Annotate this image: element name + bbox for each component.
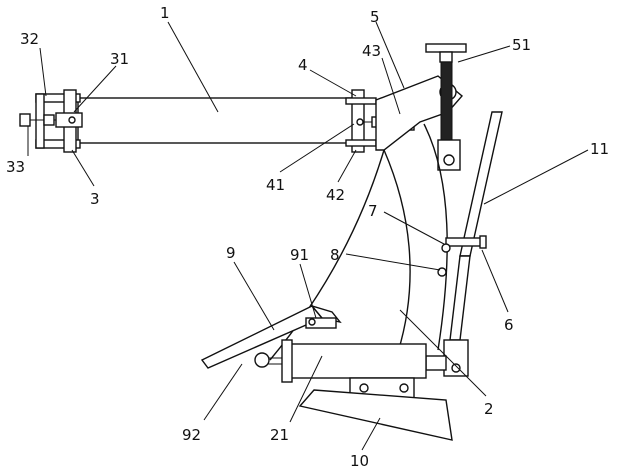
reference-numerals: 1 2 3 4 5 6 7 8 9 10 11 21 31 32 33 41 4… <box>6 4 609 470</box>
label-8: 8 <box>330 246 340 264</box>
label-10: 10 <box>350 452 369 470</box>
label-3: 3 <box>90 190 100 208</box>
label-1: 1 <box>160 4 170 22</box>
small-pins <box>437 243 451 277</box>
label-11: 11 <box>590 140 609 158</box>
label-42: 42 <box>326 186 345 204</box>
adjusting-screw <box>425 43 467 171</box>
label-7: 7 <box>368 202 378 220</box>
lower-link <box>425 339 469 377</box>
front-plate <box>200 304 342 369</box>
leader-lines <box>27 21 589 451</box>
label-21: 21 <box>270 426 289 444</box>
label-51: 51 <box>512 36 531 54</box>
label-31: 31 <box>110 50 129 68</box>
label-6: 6 <box>504 316 514 334</box>
label-5: 5 <box>370 8 380 26</box>
label-92: 92 <box>182 426 201 444</box>
label-43: 43 <box>362 42 381 60</box>
lower-blade <box>298 377 453 441</box>
label-32: 32 <box>20 30 39 48</box>
curved-shank <box>269 123 448 361</box>
label-4: 4 <box>298 56 308 74</box>
label-41: 41 <box>266 176 285 194</box>
label-91: 91 <box>290 246 309 264</box>
left-clamp <box>19 89 83 153</box>
label-33: 33 <box>6 158 25 176</box>
label-2: 2 <box>484 400 494 418</box>
locking-pin <box>445 235 487 249</box>
label-9: 9 <box>226 244 236 262</box>
main-beam <box>77 97 357 144</box>
